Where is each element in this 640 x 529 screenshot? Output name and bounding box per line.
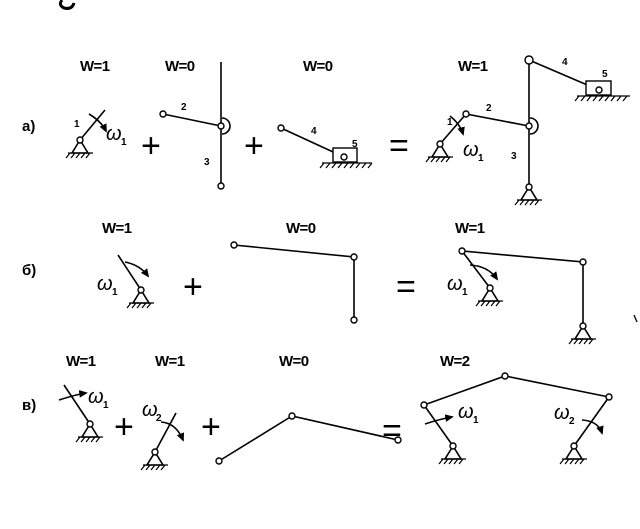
omega-index: 2 [156,413,162,424]
link-num: 1 [447,117,453,128]
link-num: 3 [511,151,517,162]
omega-index: 2 [569,416,575,427]
omega-index: 1 [112,287,118,298]
mechanism-a4: 1 2 3 4 5 ω 1 [425,55,630,206]
omega-symbol: ω [106,123,122,145]
operator-plus: + [244,127,264,165]
omega-index: 1 [478,153,484,164]
w-label-b2: W=0 [286,220,316,237]
link-num: 4 [311,126,317,137]
w-label-b3: W=1 [455,220,485,237]
crank-c2: ω 2 [140,399,184,471]
dyad-a2: 2 3 [159,62,231,190]
link-num: 4 [562,57,568,68]
link-num: 5 [602,69,608,80]
w-label-a1: W=1 [80,58,110,75]
operator-plus: + [183,268,203,306]
crank-b1: ω 1 [97,254,154,309]
dyad-c3 [215,412,402,465]
cropped-mark [633,314,638,323]
cropped-glyph [58,0,76,10]
crank-c1: ω 1 [58,384,109,443]
link-num: 1 [74,119,80,130]
row-label-b: б) [22,262,36,279]
link-num: 5 [352,139,358,150]
row-a: а) W=1 W=0 W=0 W=1 1 ω 1 + 2 3 + [22,55,630,206]
operator-equals: = [382,412,402,450]
operator-equals: = [396,268,416,306]
row-c: в) W=1 W=1 W=0 W=2 ω 1 + ω 2 + [22,353,613,471]
omega-index: 1 [103,400,109,411]
omega-index: 1 [121,137,127,148]
link-num: 2 [486,103,492,114]
omega-index: 1 [462,287,468,298]
w-label-b1: W=1 [102,220,132,237]
omega-symbol: ω [88,386,104,408]
w-label-a2: W=0 [165,58,195,75]
omega-symbol: ω [458,401,474,423]
w-label-c4: W=2 [440,353,470,370]
omega-symbol: ω [447,273,463,295]
link-num: 3 [204,157,210,168]
omega-symbol: ω [554,402,570,424]
operator-plus: + [114,408,134,446]
omega-symbol: ω [142,399,158,421]
mechanism-b3: ω 1 [447,247,596,345]
row-b: б) W=1 W=0 W=1 ω 1 + = [22,220,596,345]
operator-plus: + [141,127,161,165]
omega-index: 1 [473,415,479,426]
w-label-c2: W=1 [155,353,185,370]
w-label-c3: W=0 [279,353,309,370]
dyad-a3: 4 5 [277,124,373,169]
link-num: 2 [181,102,187,113]
omega-symbol: ω [463,139,479,161]
w-label-a4: W=1 [458,58,488,75]
w-label-c1: W=1 [66,353,96,370]
w-label-a3: W=0 [303,58,333,75]
operator-equals: = [389,127,409,165]
omega-symbol: ω [97,273,113,295]
row-label-c: в) [22,397,36,414]
dyad-b2 [230,241,358,324]
mechanism-c4: ω 1 ω 2 [420,372,613,465]
row-label-a: а) [22,118,35,135]
operator-plus: + [201,408,221,446]
crank-a1: 1 ω 1 [65,109,127,159]
